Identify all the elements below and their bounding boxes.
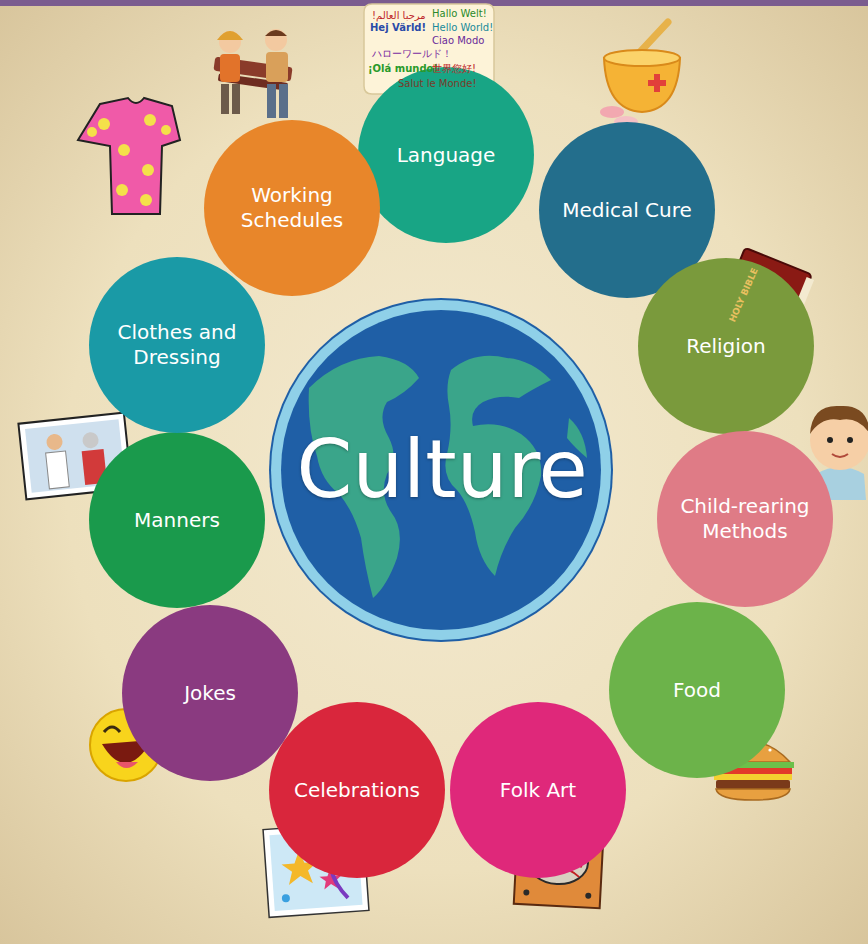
shirt-icon — [78, 98, 180, 214]
greeting-text: Hej Värld! — [370, 22, 426, 33]
topic-label: Jokes — [184, 681, 236, 706]
topic-label: Clothes and Dressing — [103, 320, 251, 370]
greeting-text: 世界您好! — [432, 63, 476, 74]
topic-label: Language — [397, 143, 496, 168]
topic-circle: Child-rearing Methods — [657, 431, 833, 607]
topic-label: Folk Art — [500, 778, 576, 803]
topic-label: Food — [673, 678, 721, 703]
greeting-text: Hello World! — [432, 22, 493, 33]
topic-label: Working Schedules — [218, 183, 366, 233]
topic-circle: Religion — [638, 258, 814, 434]
topic-circle: Working Schedules — [204, 120, 380, 296]
globe-circle: Culture — [269, 298, 613, 642]
center-title: Culture — [297, 420, 586, 520]
greeting-text: ¡Olá mundo! — [368, 63, 438, 74]
greeting-text: Salut le Monde! — [398, 78, 476, 89]
topic-circle: Folk Art — [450, 702, 626, 878]
topic-label: Celebrations — [294, 778, 420, 803]
workers-icon — [213, 29, 292, 118]
book-title: HOLY BIBLE — [728, 267, 761, 324]
topic-label: Medical Cure — [562, 198, 692, 223]
topic-circle: Manners — [89, 432, 265, 608]
greeting-text: Hallo Welt! — [432, 8, 487, 19]
topic-circle: Clothes and Dressing — [89, 257, 265, 433]
greeting-text: مرحبا العالم! — [372, 10, 426, 21]
topic-circle: Language — [358, 67, 534, 243]
topic-circle: Food — [609, 602, 785, 778]
topic-label: Religion — [686, 334, 766, 359]
topic-label: Child-rearing Methods — [671, 494, 819, 544]
topic-label: Manners — [134, 508, 220, 533]
greeting-text: ハローワールド！ — [372, 48, 452, 59]
topic-circle: Jokes — [122, 605, 298, 781]
greeting-text: Ciao Modo — [432, 35, 484, 46]
medicine-icon — [600, 22, 680, 128]
topic-circle: Celebrations — [269, 702, 445, 878]
